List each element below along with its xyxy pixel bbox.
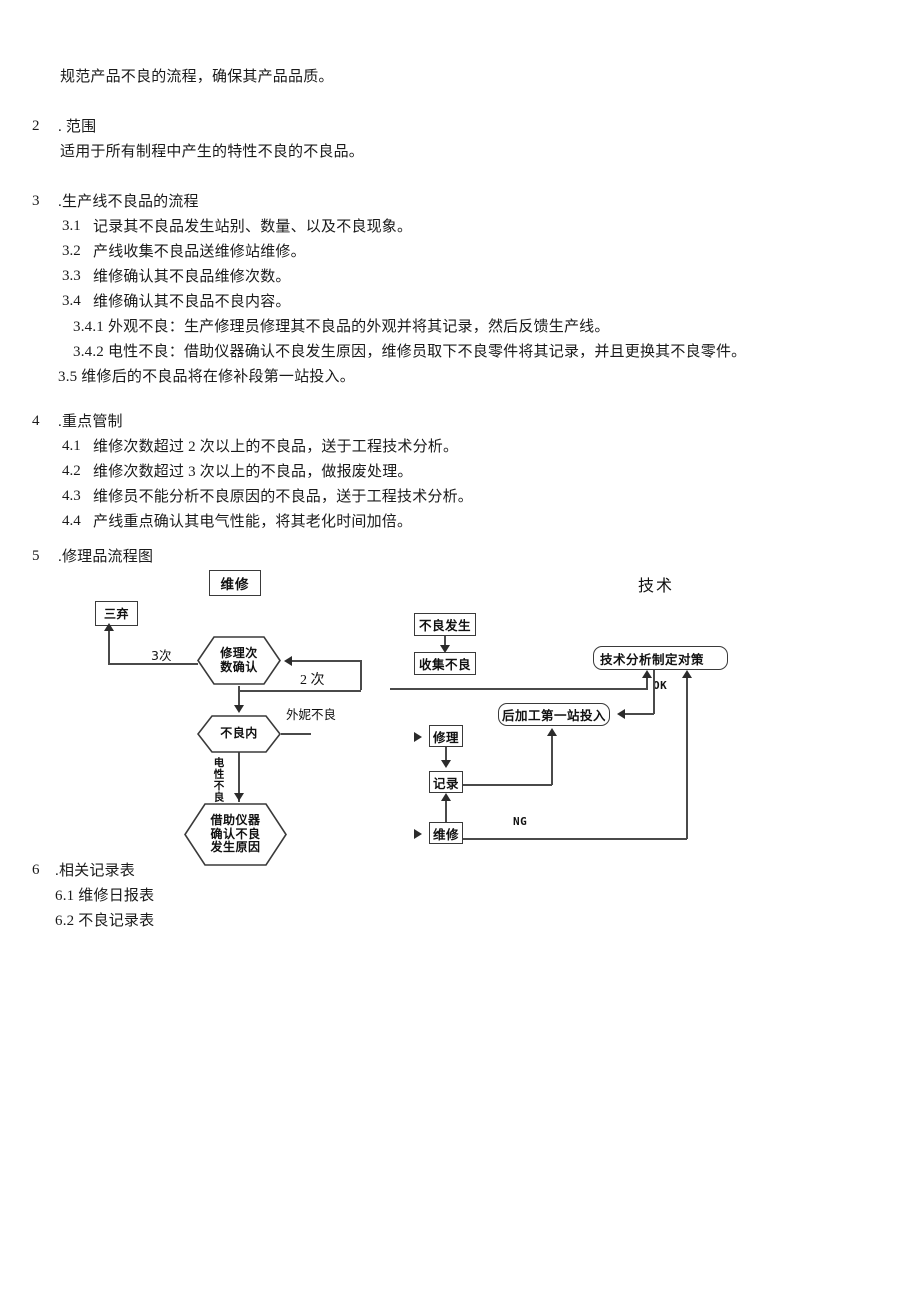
item-3-2-text: 产线收集不良品送维修站维修。 — [93, 244, 306, 260]
item-3-4-1-text: 3.4.1 外观不良：生产修理员修理其不良品的外观并将其记录，然后反馈生产线。 — [73, 319, 610, 335]
item-3-4-2-text: 3.4.2 电性不良：借助仪器确认不良发生原因，维修员取下不良零件将其记录，并且… — [73, 344, 747, 360]
item-3-2-label: 3.2 — [62, 243, 81, 259]
item-3-4-label: 3.4 — [62, 293, 81, 309]
connector-ok-h — [390, 688, 648, 690]
connector-record-to-post-h — [463, 784, 552, 786]
item-3-4-text: 维修确认其不良品不良内容。 — [93, 294, 291, 310]
item-4-1-label: 4.1 — [62, 438, 81, 454]
item-3-3-text: 维修确认其不良品维修次数。 — [93, 269, 291, 285]
arrowhead-to-collect-icon — [440, 645, 450, 653]
flow-node-repair-count-line-2: 数确认 — [220, 659, 258, 674]
flow-node-scrap: 三弃 — [95, 601, 138, 626]
flow-node-instrument-line-2: 确认不良 — [210, 826, 261, 841]
flow-node-instrument-line-1: 借助仪器 — [210, 813, 261, 828]
section-5-title: .修理品流程图 — [58, 549, 154, 565]
arrowhead-ok-icon — [642, 670, 652, 678]
item-4-3-label: 4.3 — [62, 488, 81, 504]
section-2-title: . 范围 — [58, 119, 97, 135]
hexagon-shape — [197, 715, 281, 753]
arrowhead-record-to-post-icon — [547, 728, 557, 736]
connector-repaircount-to-scrap-v — [108, 630, 110, 664]
flow-node-tech-analysis: 技术分析制定对策 — [593, 646, 728, 670]
arrowhead-into-maintain-icon — [414, 829, 422, 839]
flow-label-ng: NG — [513, 815, 528, 828]
section-6-number: 6 — [32, 862, 40, 878]
section-4-number: 4 — [32, 413, 40, 429]
section-3-title: .生产线不良品的流程 — [58, 194, 199, 210]
item-4-1-text: 维修次数超过 2 次以上的不良品，送于工程技术分析。 — [93, 439, 459, 455]
arrowhead-to-instrument-icon — [234, 793, 244, 801]
connector-ng-v — [686, 678, 688, 839]
item-6-2-text: 6.2 不良记录表 — [55, 913, 155, 929]
flow-left-title-box: 维修 — [209, 570, 261, 596]
arrowhead-to-defect-content-icon — [234, 705, 244, 713]
connector-occurs-to-collect-v — [444, 636, 446, 648]
flow-node-defect-occurs: 不良发生 — [414, 613, 476, 636]
intro-line: 规范产品不良的流程，确保其产品品质。 — [60, 69, 334, 85]
flow-node-post-process: 后加工第一站投入 — [498, 703, 610, 726]
section-4-title: .重点管制 — [58, 414, 123, 430]
item-3-1-text: 记录其不良品发生站别、数量、以及不良现象。 — [93, 219, 413, 235]
arrowhead-to-scrap-icon — [104, 623, 114, 631]
flow-label-ok: OK — [653, 679, 668, 692]
section-2-number: 2 — [32, 118, 40, 134]
flow-label-appearance-defect: 外妮不良 — [286, 707, 337, 722]
item-3-1-label: 3.1 — [62, 218, 81, 234]
item-3-3-label: 3.3 — [62, 268, 81, 284]
connector-record-to-post-v — [551, 736, 553, 785]
section-3-number: 3 — [32, 193, 40, 209]
arrowhead-ng-icon — [682, 670, 692, 678]
arrowhead-maintain-to-record-icon — [441, 793, 451, 801]
flow-label-electrical-defect: 电性不良 — [212, 757, 225, 803]
flow-node-instrument-line-3: 发生原因 — [210, 840, 261, 855]
flow-node-repair: 修理 — [429, 725, 463, 747]
flow-node-maintain: 维修 — [429, 822, 463, 844]
item-4-4-label: 4.4 — [62, 513, 81, 529]
connector-appearance-defect-h — [281, 733, 311, 735]
connector-two-times-v — [360, 660, 362, 690]
arrowhead-to-record-icon — [441, 760, 451, 768]
flow-node-defect-content-line-1: 不良内 — [220, 726, 258, 741]
connector-repaircount-to-scrap-h — [108, 663, 198, 665]
connector-repair-to-record-v — [445, 747, 447, 763]
arrowhead-to-post-process-icon — [617, 709, 625, 719]
flow-label-two-times: 2 次 — [300, 673, 325, 688]
flow-node-collect-defect: 收集不良 — [414, 652, 476, 675]
section-2-line-1: 适用于所有制程中产生的特性不良的不良品。 — [60, 144, 365, 160]
flow-label-three-times: 3次 — [151, 648, 172, 663]
flow-right-title: 技术 — [638, 578, 675, 595]
arrowhead-two-times-icon — [284, 656, 292, 666]
hexagon-shape — [197, 636, 281, 685]
connector-tech-to-post-h — [625, 713, 654, 715]
flow-node-repair-count: 修理次 数确认 — [197, 636, 281, 685]
flow-node-repair-count-line-1: 修理次 — [220, 646, 258, 661]
flow-node-record: 记录 — [429, 771, 463, 793]
item-4-3-text: 维修员不能分析不良原因的不良品，送于工程技术分析。 — [93, 489, 474, 505]
connector-maintain-to-record-v — [445, 800, 447, 822]
connector-two-times-h — [292, 660, 362, 662]
section-5-number: 5 — [32, 548, 40, 564]
section-6-title: .相关记录表 — [55, 863, 135, 879]
flow-node-instrument-confirm: 借助仪器 确认不良 发生原因 — [184, 803, 287, 866]
item-4-2-label: 4.2 — [62, 463, 81, 479]
arrowhead-into-repair-icon — [414, 732, 422, 742]
connector-ok-v — [646, 678, 648, 689]
item-3-5-text: 3.5 维修后的不良品将在修补段第一站投入。 — [58, 369, 355, 385]
item-4-2-text: 维修次数超过 3 次以上的不良品，做报废处理。 — [93, 464, 413, 480]
connector-stub-h — [239, 690, 361, 692]
connector-tech-to-post-v — [653, 670, 655, 714]
flow-node-defect-content: 不良内 — [197, 715, 281, 753]
connector-defect-to-instrument-v — [238, 752, 240, 802]
connector-repaircount-to-defect-v — [238, 686, 240, 708]
connector-ng-h — [463, 838, 687, 840]
item-4-4-text: 产线重点确认其电气性能，将其老化时间加倍。 — [93, 514, 413, 530]
hexagon-shape — [184, 803, 287, 866]
item-6-1-text: 6.1 维修日报表 — [55, 888, 155, 904]
